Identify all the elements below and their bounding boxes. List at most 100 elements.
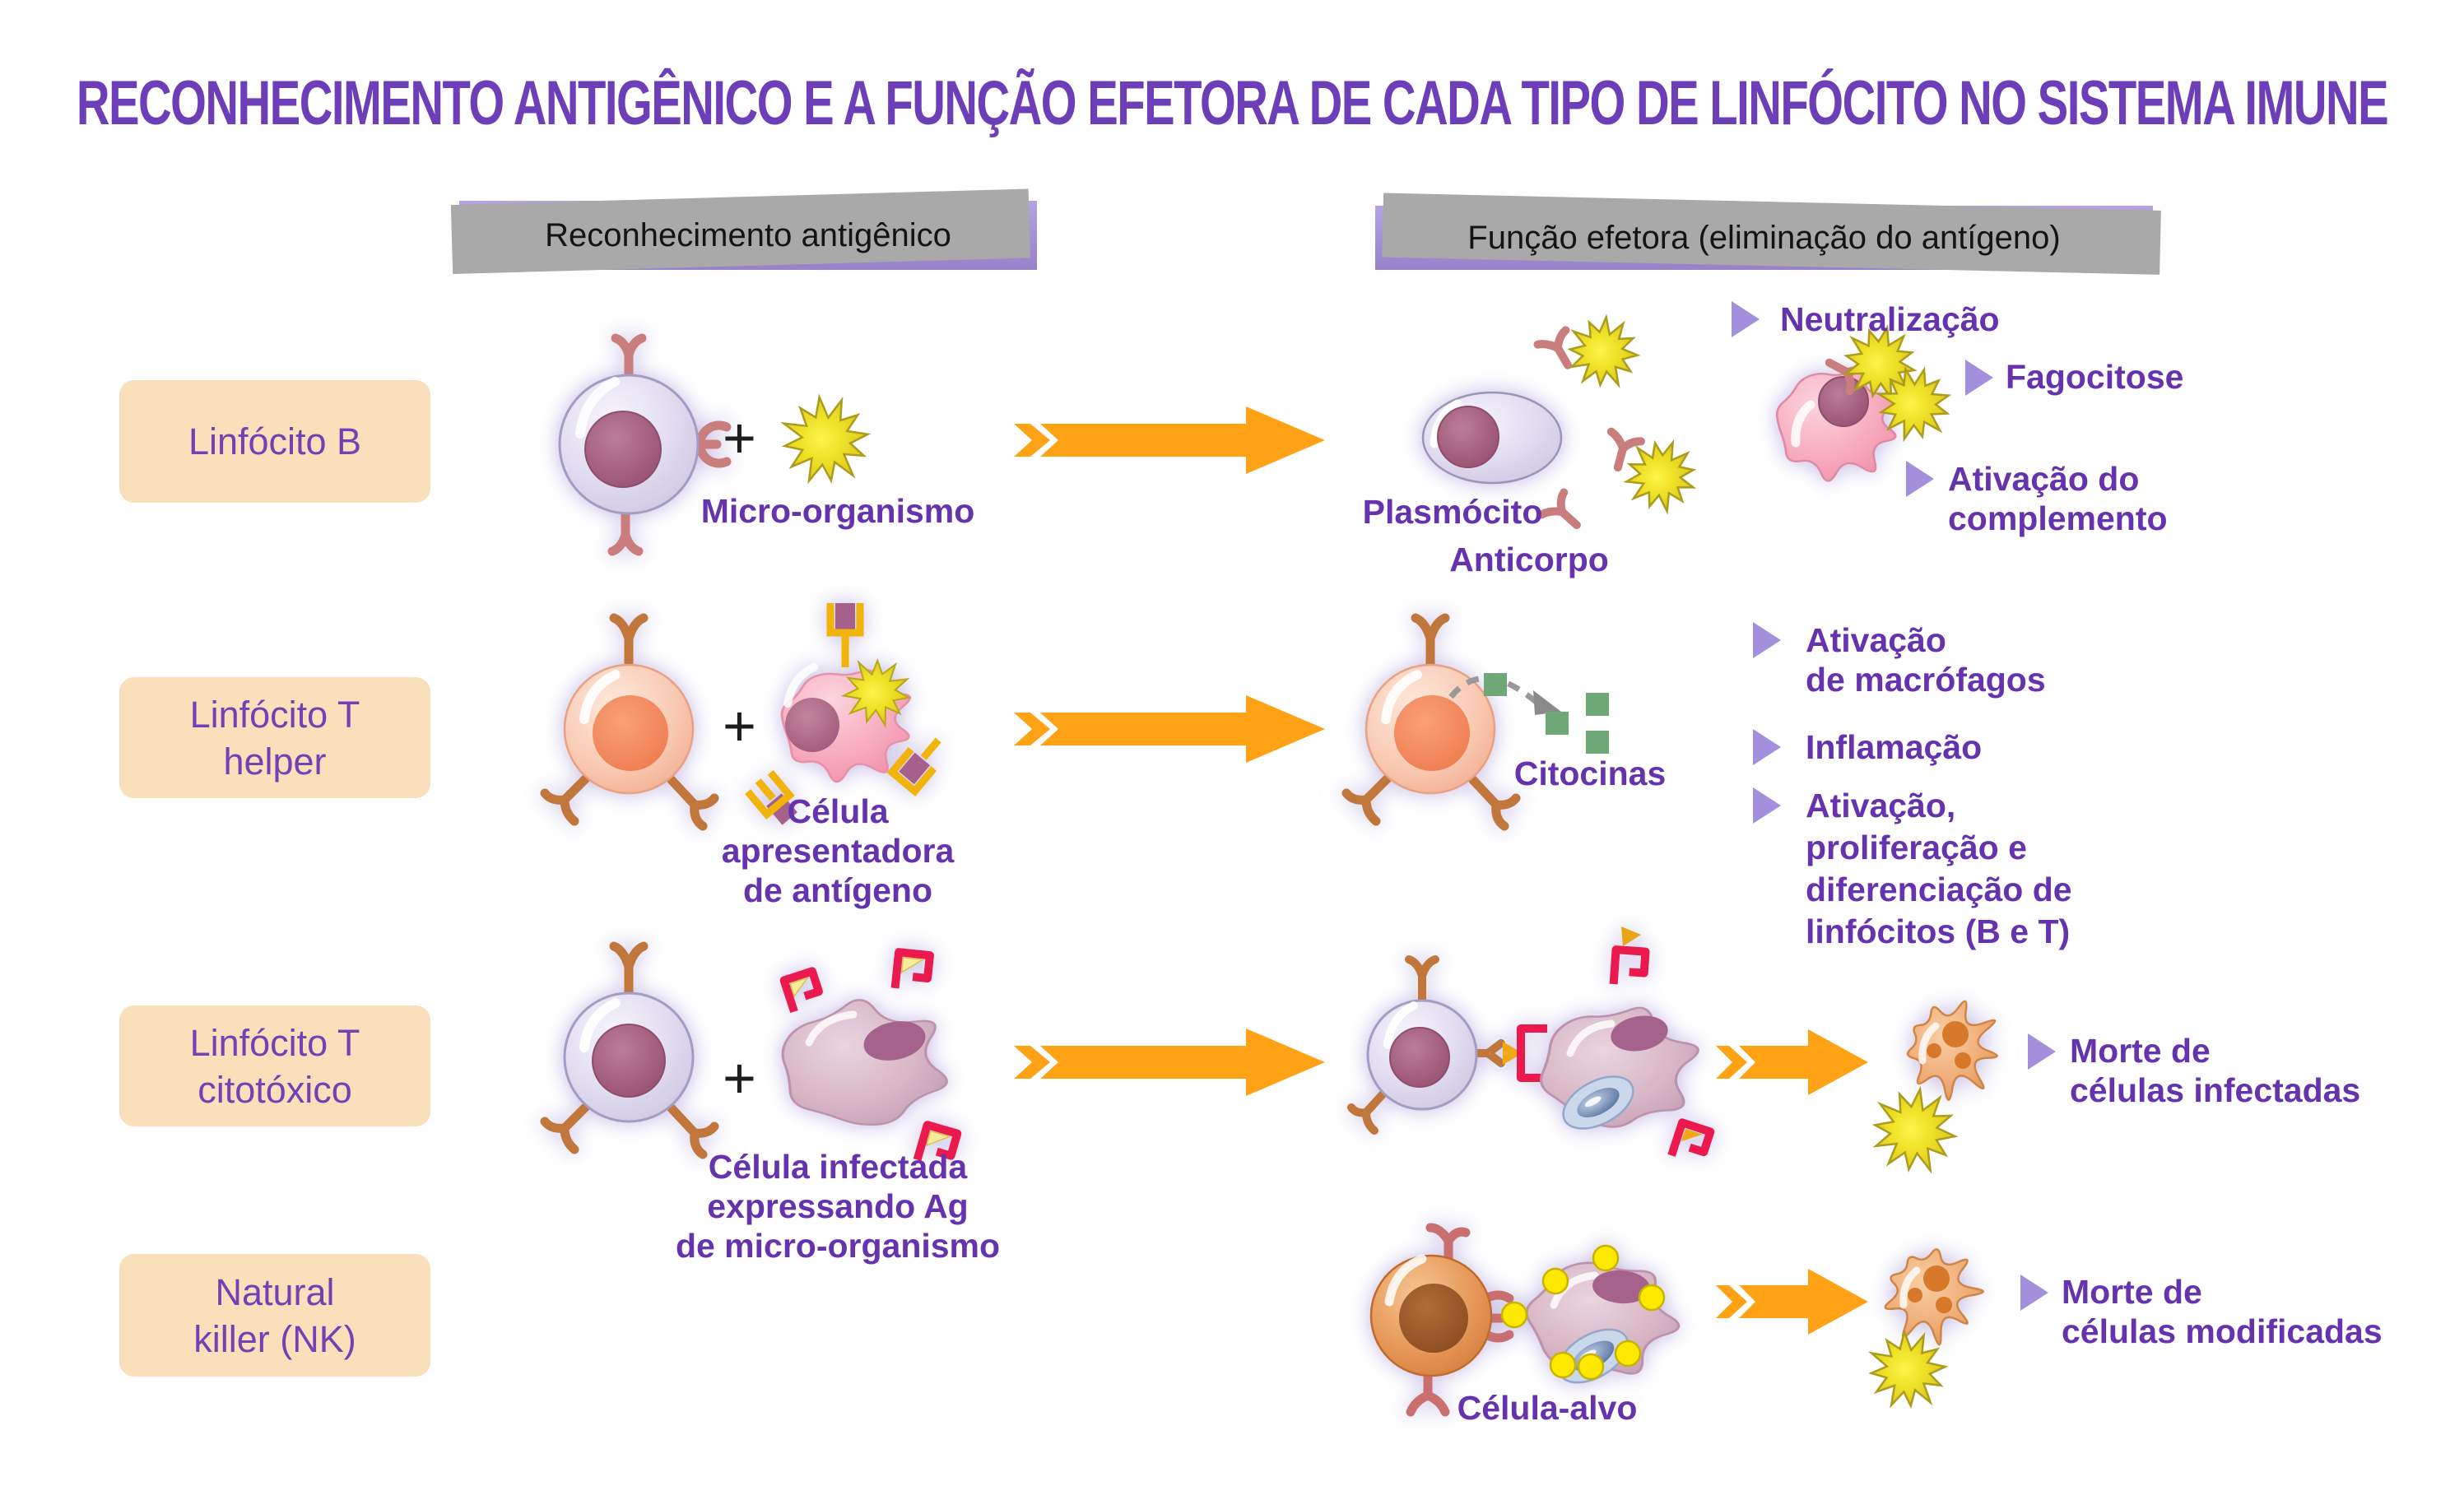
t-cytotoxic-nucleus [592, 1024, 666, 1098]
t-cytotoxic-receptors [1347, 955, 1505, 1135]
plus-sign: + [723, 1046, 756, 1110]
viral-antigen [925, 1130, 952, 1147]
viral-flag-receptor [913, 1121, 962, 1161]
header-effector-function-label: Função efetora (eliminação do antígeno) [1467, 219, 2061, 256]
cytokine-square-icon [1484, 673, 1507, 696]
mhc-fork-top [826, 603, 864, 667]
bullet-neutralization: Neutralização [1780, 300, 2000, 338]
viral-flag-receptor [890, 948, 934, 989]
t-cytotoxic-receptors [540, 941, 719, 1159]
bullet-lymphocyte-activation: Ativação, proliferação e diferenciação d… [1806, 787, 2072, 950]
viral-flag-receptor [1667, 1118, 1715, 1157]
antigen-fragment [899, 752, 931, 785]
engulfed-microorganism-icon [840, 657, 912, 729]
bullet-macrophage-activation: Ativação de macrófagos [1806, 621, 2046, 699]
infected-cell-nucleus [1611, 1015, 1668, 1052]
apc-nucleus [785, 698, 839, 752]
bullet-triangle-icon [1906, 461, 1934, 497]
cytokine-square-icon [1586, 731, 1609, 754]
antibody-icon [1537, 488, 1581, 530]
row-label-text: helper [223, 740, 327, 782]
microorganism-star-icon [1567, 313, 1641, 389]
apoptotic-body [1936, 1297, 1952, 1313]
apc-label: Célula apresentadora de antígeno [721, 792, 955, 909]
viral-antigen [789, 977, 810, 998]
microorganism-label: Micro-organismo [700, 492, 975, 530]
apoptotic-body [1923, 1265, 1950, 1292]
bullet-death-infected: Morte de células infectadas [2070, 1032, 2361, 1109]
infected-cell-body [781, 999, 948, 1126]
microorganism-star-icon [780, 393, 872, 485]
microorganism-star-icon [1623, 439, 1697, 515]
antigen-fragment [766, 793, 797, 825]
microorganism-star-icon [1875, 365, 1952, 443]
microorganism-star-icon [1871, 1085, 1959, 1174]
antibody-label: Anticorpo [1449, 541, 1609, 578]
t-helper-receptors [1341, 613, 1521, 831]
bullet-triangle-icon [1753, 787, 1781, 824]
dying-cell-icon [1884, 1248, 1985, 1346]
flow-arrow-row2 [1014, 695, 1325, 763]
antigen-presenting-cell-icon [745, 603, 941, 825]
t-cytotoxic-nucleus [1389, 1027, 1450, 1088]
flow-arrow-row1 [1014, 406, 1325, 474]
bullet-triangle-icon [2028, 1033, 2056, 1070]
bullet-inflammation: Inflamação [1806, 728, 1983, 766]
viral-antigen [900, 956, 925, 974]
t-helper-cell-icon [1341, 613, 1521, 831]
header-antigen-recognition: Reconhecimento antigênico [459, 201, 1037, 270]
plus-sign: + [723, 694, 756, 758]
killing-complex-icon [1347, 926, 1715, 1157]
antibody-icon [1606, 427, 1645, 472]
row-label-nk: Natural killer (NK) [119, 1254, 430, 1377]
row-label-text: Natural [215, 1270, 335, 1313]
mhc-fork-left [745, 770, 797, 825]
antigen-fragment [835, 603, 855, 629]
antigen-wedge [1503, 1042, 1523, 1065]
dying-cell-icon [1906, 1000, 1998, 1101]
viral-flag-receptor [1517, 1024, 1547, 1082]
bullet-phagocytosis: Fagocitose [2006, 358, 2184, 396]
antibody-icon [1533, 326, 1572, 369]
cytokine-square-icon [1586, 693, 1609, 716]
antigen-wedge [1621, 926, 1641, 946]
t-helper-nucleus [1394, 695, 1470, 771]
nk-cell-nucleus [1399, 1284, 1468, 1353]
apoptotic-body [1927, 1043, 1941, 1058]
bullet-triangle-icon [1753, 622, 1781, 658]
small-flow-arrow-row4 [1716, 1269, 1868, 1335]
row-label-t-helper: Linfócito T helper [119, 677, 430, 798]
row-label-text: killer (NK) [193, 1317, 356, 1360]
organelle-icon [1562, 1075, 1634, 1130]
plus-sign: + [723, 406, 756, 470]
apoptotic-body [1955, 1052, 1971, 1069]
row-label-text: citotóxico [198, 1068, 352, 1111]
t-helper-cell-icon [540, 613, 719, 831]
mhc-fork-right [886, 737, 941, 796]
header-effector-function: Função efetora (eliminação do antígeno) [1375, 206, 2153, 270]
cytokines-label: Citocinas [1513, 755, 1667, 792]
row-label-text: Linfócito T [189, 1021, 360, 1064]
phagocyte-cell-icon [1775, 369, 1898, 482]
row-label-t-cytotoxic: Linfócito T citotóxico [119, 1005, 430, 1126]
page-title: RECONHECIMENTO ANTIGÊNICO E A FUNÇÃO EFE… [76, 68, 2389, 138]
b-cell-icon [558, 333, 732, 556]
small-flow-arrow-row3 [1716, 1029, 1868, 1095]
viral-antigen [1681, 1128, 1703, 1142]
dying-cell-body [1906, 1000, 1998, 1101]
plasma-cell-nucleus [1437, 406, 1499, 468]
t-cytotoxic-cell-icon [540, 941, 719, 1159]
viral-flag-receptor [1609, 945, 1650, 985]
cytokine-square-icon [1546, 712, 1569, 735]
viral-flag-receptor [779, 967, 823, 1014]
row-label-text: Linfócito B [188, 420, 362, 462]
target-cell-nucleus [1592, 1270, 1650, 1304]
microorganism-star-icon [1868, 1328, 1949, 1409]
apoptotic-body [1908, 1288, 1922, 1303]
t-helper-nucleus [593, 695, 668, 771]
bullet-triangle-icon [1753, 729, 1781, 765]
flow-arrow-row3 [1014, 1029, 1325, 1096]
row-label-b-lymphocyte: Linfócito B [119, 380, 430, 503]
t-helper-receptors [540, 613, 719, 831]
